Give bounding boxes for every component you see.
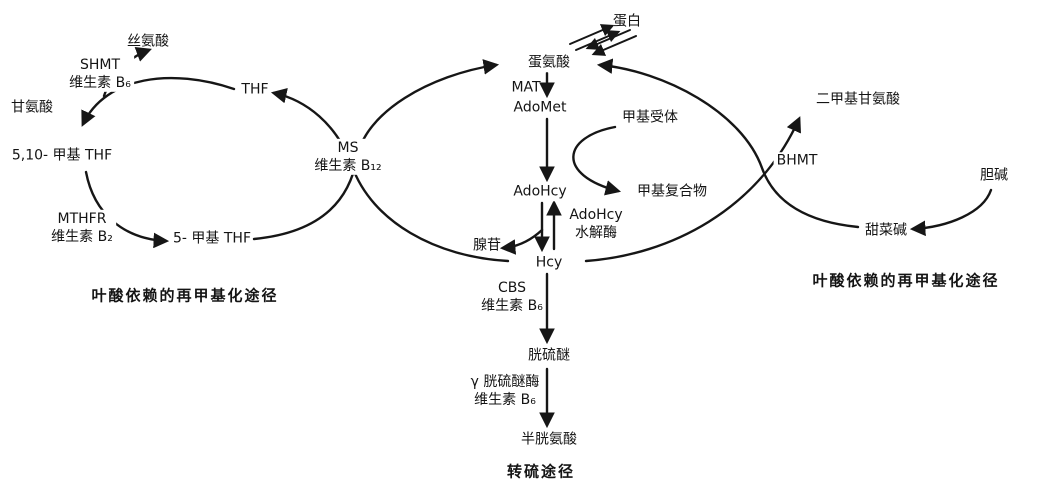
enzyme-shmt-cofactor: 维生素 B₆ [69, 75, 131, 91]
node-adomet: AdoMet [510, 99, 570, 117]
node-choline: 胆碱 [980, 167, 1008, 184]
enzyme-mthfr-cofactor: 维生素 B₂ [51, 229, 113, 245]
enzyme-cbs-cofactor: 维生素 B₆ [481, 298, 543, 314]
node-serine: 丝氨酸 [127, 33, 169, 50]
enzyme-ms: MS 维生素 B₁₂ [311, 138, 385, 176]
node-glycine: 甘氨酸 [11, 99, 53, 116]
enzyme-mthfr: MTHFR 维生素 B₂ [48, 209, 116, 247]
arrow-choline-to-betaine [909, 188, 993, 237]
arrow-methionine-to-protein-1 [569, 24, 615, 45]
pathway-label-left: 叶酸依赖的再甲基化途径 [91, 286, 279, 305]
node-cysteine: 半胱氨酸 [521, 431, 577, 448]
enzyme-cystathionase-cofactor: 维生素 B₆ [474, 392, 536, 408]
pathway-label-transsulfuration: 转硫途径 [506, 462, 576, 481]
enzyme-mthfr-name: MTHFR [57, 210, 107, 227]
enzyme-cystathionase: γ 胱硫醚酶 维生素 B₆ [471, 373, 540, 409]
enzyme-mat: MAT [511, 79, 541, 96]
arrow-betaine-to-methionine [596, 58, 860, 229]
node-methionine: 蛋氨酸 [525, 54, 573, 72]
pathway-label-right: 叶酸依赖的再甲基化途径 [812, 271, 1000, 290]
enzyme-cystathionase-name: γ 胱硫醚酶 [470, 373, 540, 390]
node-methylene-thf: 5,10- 甲基 THF [8, 147, 116, 165]
enzyme-bhmt: BHMT [773, 152, 821, 170]
node-methylated-product: 甲基复合物 [637, 183, 707, 200]
node-methyl-thf: 5- 甲基 THF [173, 230, 251, 247]
enzyme-ms-name: MS [337, 139, 359, 156]
arrow-methyl-acceptor-loop [572, 125, 622, 196]
node-dimethylglycine: 二甲基甘氨酸 [816, 91, 900, 108]
arrow-hcy-to-dimethylglycine [584, 116, 801, 263]
node-protein: 蛋白 [613, 13, 641, 30]
node-cystathionine: 胱硫醚 [525, 347, 573, 365]
arrow-to-adenosine [499, 228, 544, 255]
node-adohcy: AdoHcy [510, 183, 570, 201]
enzyme-cbs: CBS 维生素 B₆ [481, 279, 543, 315]
arrow-protein-to-methionine-2 [591, 35, 637, 56]
enzyme-adohcy-hydrolase-line1: AdoHcy [569, 206, 623, 223]
enzyme-cbs-name: CBS [497, 279, 527, 296]
node-thf: THF [241, 81, 269, 98]
arrow-hcy-to-thf [270, 88, 510, 263]
enzyme-adohcy-hydrolase: AdoHcy 水解酶 [569, 206, 622, 242]
node-betaine: 甜菜碱 [865, 222, 907, 239]
enzyme-shmt-name: SHMT [79, 56, 121, 73]
enzyme-ms-cofactor: 维生素 B₁₂ [314, 158, 382, 174]
enzyme-adohcy-hydrolase-line2: 水解酶 [574, 225, 617, 241]
arrow-thf-to-methylene-thf [81, 76, 236, 127]
enzyme-shmt: SHMT 维生素 B₆ [66, 55, 134, 93]
node-methyl-acceptor: 甲基受体 [622, 109, 678, 126]
node-hcy: Hcy [532, 254, 566, 272]
node-adenosine: 腺苷 [473, 237, 501, 254]
